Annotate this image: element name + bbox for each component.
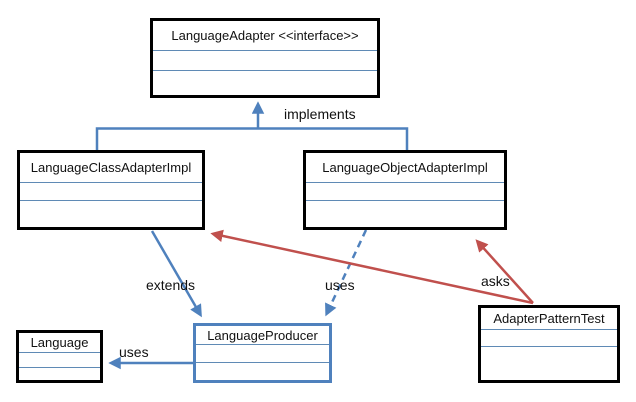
extends-connector bbox=[150, 230, 202, 318]
class-title: LanguageProducer bbox=[196, 326, 329, 345]
relation-label-uses-object-producer: uses bbox=[325, 277, 355, 293]
attributes-compartment bbox=[20, 183, 202, 201]
relation-label-extends: extends bbox=[146, 277, 196, 293]
class-title: LanguageAdapter <<interface>> bbox=[153, 21, 377, 51]
class-box-language-producer: LanguageProducer bbox=[193, 323, 332, 383]
class-box-language: Language bbox=[16, 330, 103, 383]
attributes-compartment bbox=[19, 353, 100, 368]
attributes-compartment bbox=[306, 183, 504, 201]
class-box-language-object-adapter-impl: LanguageObjectAdapterImpl bbox=[303, 150, 507, 230]
relation-label-asks: asks bbox=[481, 273, 510, 289]
methods-compartment bbox=[20, 201, 202, 227]
class-title: LanguageObjectAdapterImpl bbox=[306, 153, 504, 183]
class-title: LanguageClassAdapterImpl bbox=[20, 153, 202, 183]
attributes-compartment bbox=[481, 330, 617, 347]
methods-compartment bbox=[481, 347, 617, 380]
class-title: Language bbox=[19, 333, 100, 353]
implements-connector bbox=[95, 101, 409, 151]
class-box-adapter-pattern-test: AdapterPatternTest bbox=[478, 305, 620, 383]
asks-connector bbox=[210, 229, 534, 305]
methods-compartment bbox=[19, 368, 100, 380]
uses-dashed-connector bbox=[325, 229, 368, 317]
methods-compartment bbox=[153, 71, 377, 95]
attributes-compartment bbox=[196, 345, 329, 363]
attributes-compartment bbox=[153, 51, 377, 71]
relation-label-uses-producer-language: uses bbox=[119, 344, 149, 360]
class-box-language-class-adapter-impl: LanguageClassAdapterImpl bbox=[17, 150, 205, 230]
methods-compartment bbox=[196, 363, 329, 380]
methods-compartment bbox=[306, 201, 504, 227]
relation-label-implements: implements bbox=[284, 106, 356, 122]
class-box-language-adapter: LanguageAdapter <<interface>> bbox=[150, 18, 380, 98]
class-title: AdapterPatternTest bbox=[481, 308, 617, 330]
